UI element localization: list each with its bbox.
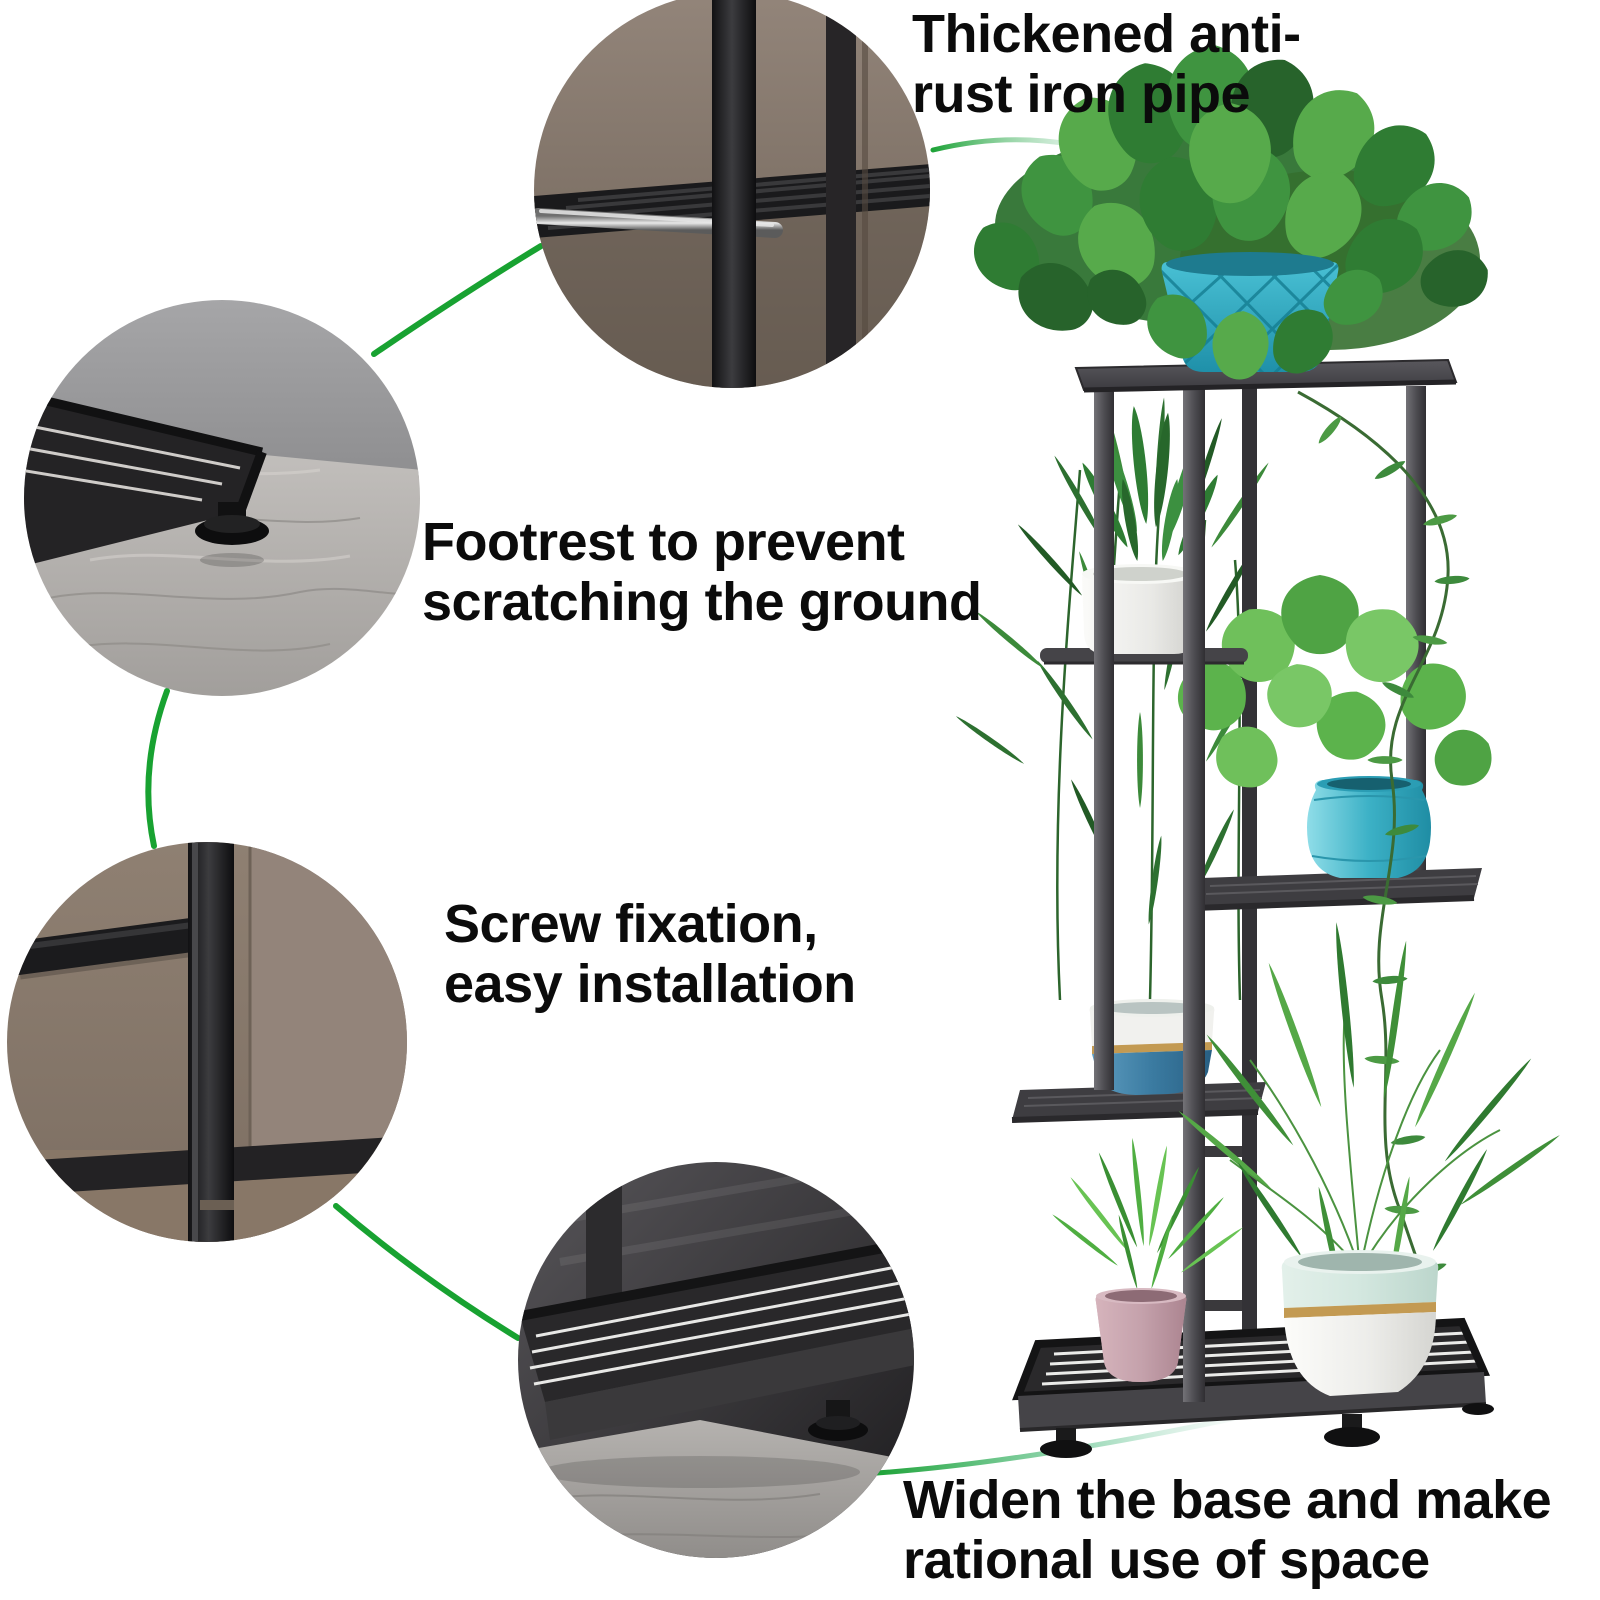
callout-photo-screw-joint-closeup <box>7 842 407 1242</box>
top-plate <box>1074 358 1458 393</box>
plant-stand-photo <box>954 41 1562 1458</box>
tier3-shelf <box>1193 868 1482 911</box>
screw-closeup-screw-slot <box>200 1200 234 1210</box>
monstera-plant <box>1164 575 1503 801</box>
stand-feet <box>1040 1403 1494 1458</box>
text-line: easy installation <box>444 954 856 1014</box>
callout-text-widen-base: Widen the base and make rational use of … <box>903 1470 1552 1590</box>
pipe-closeup-vertical-pipe <box>712 0 756 388</box>
callout-text-screw-fixation: Screw fixation, easy installation <box>444 894 856 1014</box>
base-closeup-slatted-top <box>520 1244 914 1402</box>
text-line: Widen the base and make <box>903 1470 1552 1530</box>
connector-circle2-to-circle3 <box>145 688 170 849</box>
footrest-closeup-platform <box>24 390 262 572</box>
trailing-vine <box>1297 390 1470 1293</box>
text-line: Screw fixation, <box>444 894 818 954</box>
callout-text-thickened-pipe: Thickened anti- rust iron pipe <box>912 4 1301 124</box>
stand-front-pole <box>1183 388 1205 1402</box>
grass-plant <box>1050 1137 1245 1290</box>
screw-closeup-horizontal-pipe <box>7 915 231 975</box>
teal-barrel-pot <box>1307 776 1431 878</box>
text-line: rational use of space <box>903 1530 1430 1590</box>
text-line: Thickened anti- <box>912 4 1301 64</box>
base-closeup-front-face <box>545 1326 914 1440</box>
callout-photo-pipe-closeup <box>534 0 930 388</box>
callout-text-footrest: Footrest to prevent scratching the groun… <box>422 512 982 632</box>
pink-pot <box>1095 1288 1187 1382</box>
stand-left-leg <box>1094 388 1114 1090</box>
connector-circle1-to-circle2 <box>371 243 544 357</box>
text-line: rust iron pipe <box>912 64 1251 124</box>
white-mint-gold-pot <box>1281 1250 1439 1396</box>
text-line: Footrest to prevent <box>422 512 905 572</box>
callout-photo-base-closeup <box>518 1162 914 1558</box>
connector-circle3-to-circle4 <box>333 1203 521 1341</box>
callout-photo-footrest-closeup <box>24 300 420 696</box>
stand-ladder-rungs <box>1205 698 1242 1311</box>
text-line: scratching the ground <box>422 572 982 632</box>
